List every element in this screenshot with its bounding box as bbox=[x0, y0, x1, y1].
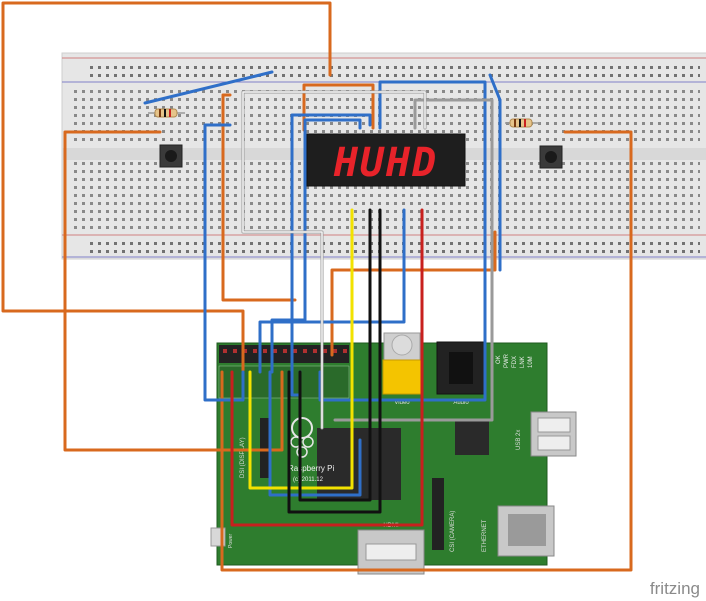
led-ok-label: OK bbox=[496, 355, 502, 364]
pi-brand-name: Raspberry Pi bbox=[288, 464, 334, 473]
wire-orange-right-long bbox=[220, 130, 633, 572]
wire-grey-display-right bbox=[333, 98, 494, 422]
wire-orange-mid bbox=[330, 230, 497, 357]
video-label: Video bbox=[394, 400, 410, 406]
wire-orange-left-loop bbox=[63, 130, 284, 452]
pushbutton-left bbox=[159, 144, 183, 168]
resistor-left bbox=[148, 108, 185, 118]
wire-blue-display-2 bbox=[318, 80, 487, 402]
wire-blue-left-big bbox=[203, 123, 245, 402]
led-lnk-label: LNK bbox=[520, 356, 526, 368]
wire-orange-inner bbox=[221, 93, 297, 302]
seven-segment-display: HUHD bbox=[306, 133, 466, 187]
dsi-label: DSI (DISPLAY) bbox=[240, 437, 246, 478]
wire-orange-outer-left bbox=[1, 1, 332, 372]
status-leds: OK PWR FDX LNK 10M bbox=[496, 353, 534, 368]
audio-label: Audio bbox=[453, 400, 469, 406]
led-10m-label: 10M bbox=[528, 356, 534, 368]
resistor-right bbox=[505, 118, 540, 128]
pushbutton-right bbox=[539, 145, 563, 169]
power-label: Power bbox=[228, 533, 234, 548]
wire-red bbox=[230, 208, 424, 527]
wire-blue-display-bottom bbox=[258, 208, 406, 374]
breadboard bbox=[61, 52, 706, 260]
wire-blue-rail-left bbox=[143, 70, 274, 105]
wire-orange-display-top bbox=[302, 83, 375, 132]
wire-black-2 bbox=[287, 208, 382, 514]
wires bbox=[1, 1, 633, 572]
ethernet-label: ETHERNET bbox=[482, 519, 488, 552]
wire-blue-rail-right bbox=[488, 73, 502, 102]
pi-brand-year: (c) 2011.12 bbox=[293, 477, 324, 483]
raspberry-pi-board: Video Audio OK PWR FDX LNK 10M USB 2x ET… bbox=[210, 332, 577, 575]
raspberry-pi-logo-icon bbox=[290, 417, 314, 458]
display-digits: HUHD bbox=[333, 140, 438, 186]
led-fdx-label: FDX bbox=[512, 356, 518, 368]
led-pwr-label: PWR bbox=[504, 353, 510, 368]
fritzing-watermark: fritzing bbox=[650, 579, 700, 598]
usb-label: USB 2x bbox=[516, 430, 522, 450]
csi-label: CSI (CAMERA) bbox=[450, 511, 456, 552]
wire-blue-display-3 bbox=[270, 118, 362, 374]
wire-black-1 bbox=[298, 208, 372, 502]
wire-blue-gpio-loop bbox=[268, 370, 362, 497]
